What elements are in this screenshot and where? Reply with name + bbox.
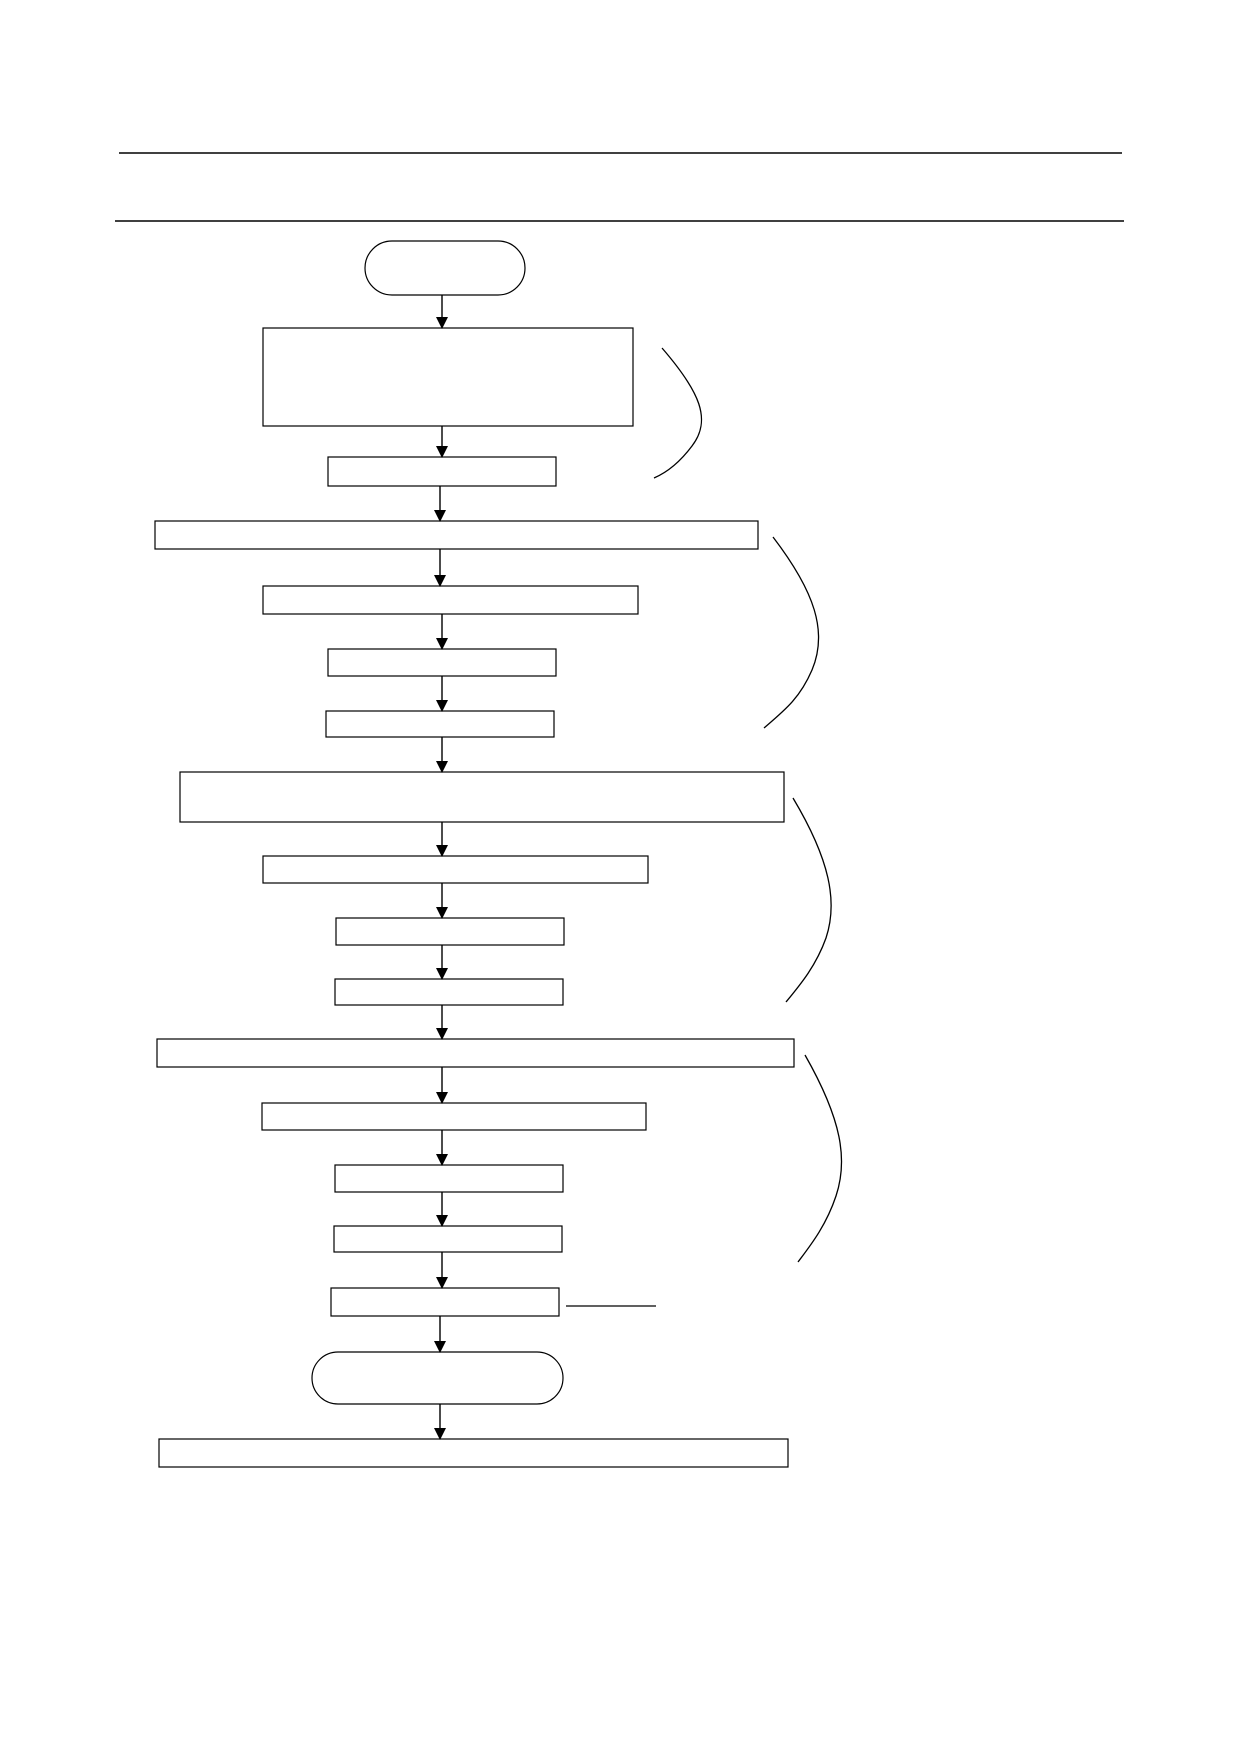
- flow-step-14: [333, 1225, 563, 1253]
- flow-step-5: [327, 648, 557, 677]
- flow-step-10: [334, 978, 564, 1006]
- flow-step-1: [262, 327, 634, 427]
- flow-step-4: [262, 585, 639, 615]
- flow-step-13: [334, 1164, 564, 1193]
- flow-arrows: [434, 295, 448, 1440]
- flow-end-terminator: [311, 1351, 564, 1405]
- flow-step-7: [179, 771, 785, 823]
- group-bracket-2: [763, 536, 820, 729]
- flow-step-15: [330, 1287, 560, 1317]
- group-bracket-3: [785, 797, 832, 1003]
- flow-step-2: [327, 456, 557, 487]
- flow-step-3: [154, 520, 759, 550]
- flow-step-12: [261, 1102, 647, 1131]
- flow-step-11: [156, 1038, 795, 1068]
- group-bracket-1: [653, 347, 703, 479]
- flow-step-8: [262, 855, 649, 884]
- flow-step-9: [335, 917, 565, 946]
- flow-step-6: [325, 710, 555, 738]
- flow-step-16: [158, 1438, 789, 1468]
- flow-start-terminator: [364, 240, 526, 296]
- group-bracket-4: [797, 1054, 843, 1263]
